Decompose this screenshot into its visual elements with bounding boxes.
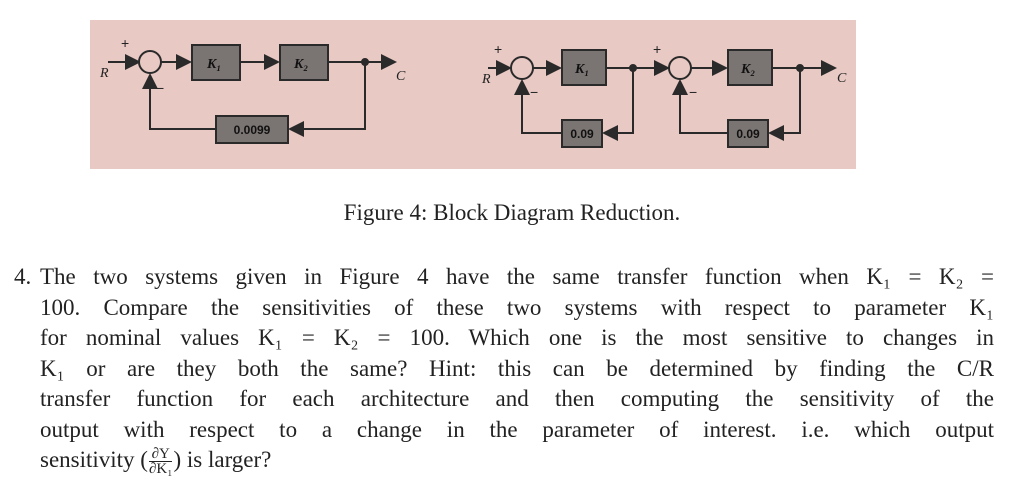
k1-label: K₁	[574, 62, 589, 77]
question-line: for nominal values K₁ = K₂ = 100. Which …	[40, 325, 994, 350]
diagram-2	[488, 49, 837, 148]
summing-junction-2b	[668, 56, 692, 80]
question-block: 4. The two systems given in Figure 4 have…	[14, 262, 994, 478]
feedback-block-diagram1	[215, 115, 289, 144]
block-k2-diagram1	[279, 44, 329, 81]
question-number: 4.	[14, 264, 32, 289]
question-text: ) is larger?	[173, 447, 272, 472]
block-k2-diagram2	[727, 49, 773, 86]
question-line: K₁ or are they both the same? Hint: this…	[40, 355, 994, 381]
question-line: transfer function for each architecture …	[40, 386, 994, 411]
question-line: 4. The two systems given in Figure 4 have…	[14, 262, 994, 293]
question-text: sensitivity (	[40, 447, 148, 472]
k2-label: K₂	[740, 62, 755, 77]
fraction-denominator: ∂K₁	[148, 461, 173, 478]
summing-junction-2a	[510, 56, 534, 80]
feedback-block-1-diagram2	[561, 119, 603, 148]
input-label-r: R	[481, 72, 491, 87]
feedback-gain-label: 0.09	[736, 127, 760, 141]
plus-sign: +	[494, 41, 502, 57]
plus-sign: +	[653, 41, 661, 57]
input-label-r: R	[99, 66, 109, 81]
minus-sign: −	[689, 84, 697, 100]
output-label-c: C	[837, 71, 847, 86]
block-k1-diagram1	[191, 44, 241, 81]
block-diagram-photo: R + − K₁ K₂ C 0.0099 R + − + − K₁ K₂ C 0…	[90, 20, 856, 169]
question-line: output with respect to a change in the p…	[40, 416, 994, 442]
figure-caption: Figure 4: Block Diagram Reduction.	[343, 200, 681, 225]
k2-label: K₂	[293, 57, 308, 72]
output-label-c: C	[396, 69, 406, 84]
question-line: sensitivity (∂Y∂K₁) is larger?	[14, 445, 994, 478]
minus-sign: −	[156, 80, 164, 96]
diagram-1	[108, 44, 397, 144]
plus-sign: +	[121, 35, 129, 51]
feedback-gain-label: 0.0099	[234, 123, 271, 137]
fraction-numerator: ∂Y	[148, 447, 173, 463]
question-text: The two systems given in Figure 4 have t…	[40, 264, 994, 289]
partial-derivative-fraction: ∂Y∂K₁	[148, 447, 173, 478]
summing-junction-1	[138, 50, 162, 74]
feedback-gain-label: 0.09	[570, 127, 594, 141]
k1-label: K₁	[206, 57, 221, 72]
minus-sign: −	[530, 84, 538, 100]
question-line: 100. Compare the sensitivities of these …	[40, 294, 994, 320]
